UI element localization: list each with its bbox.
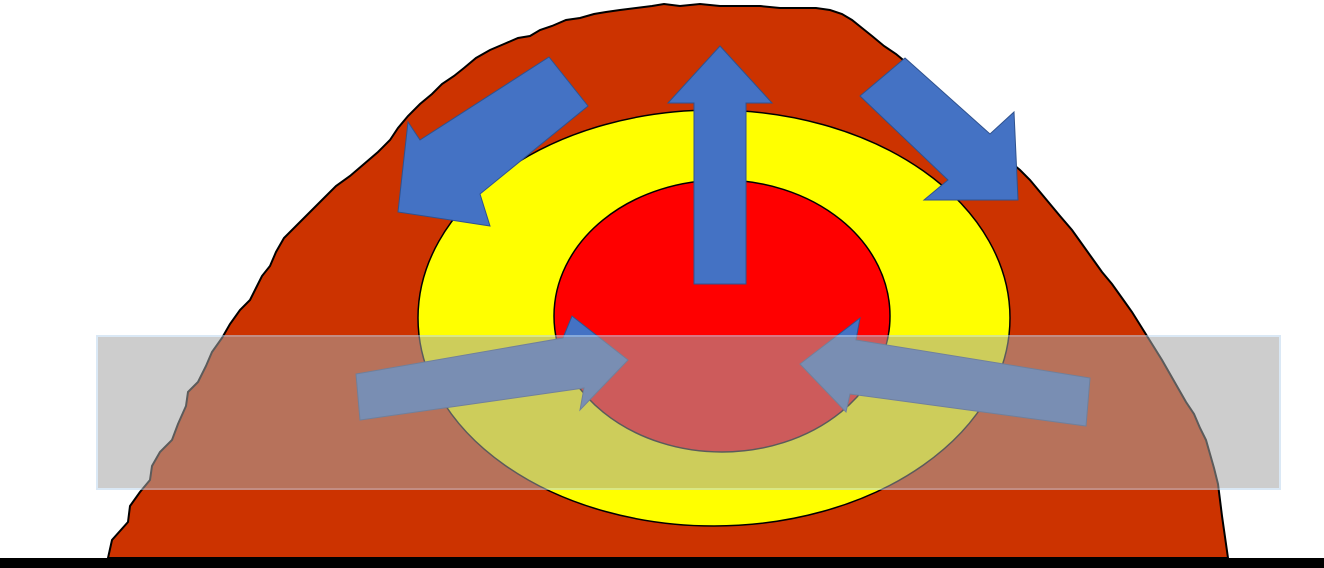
highlight-band bbox=[97, 336, 1280, 489]
ground-line bbox=[0, 558, 1324, 568]
